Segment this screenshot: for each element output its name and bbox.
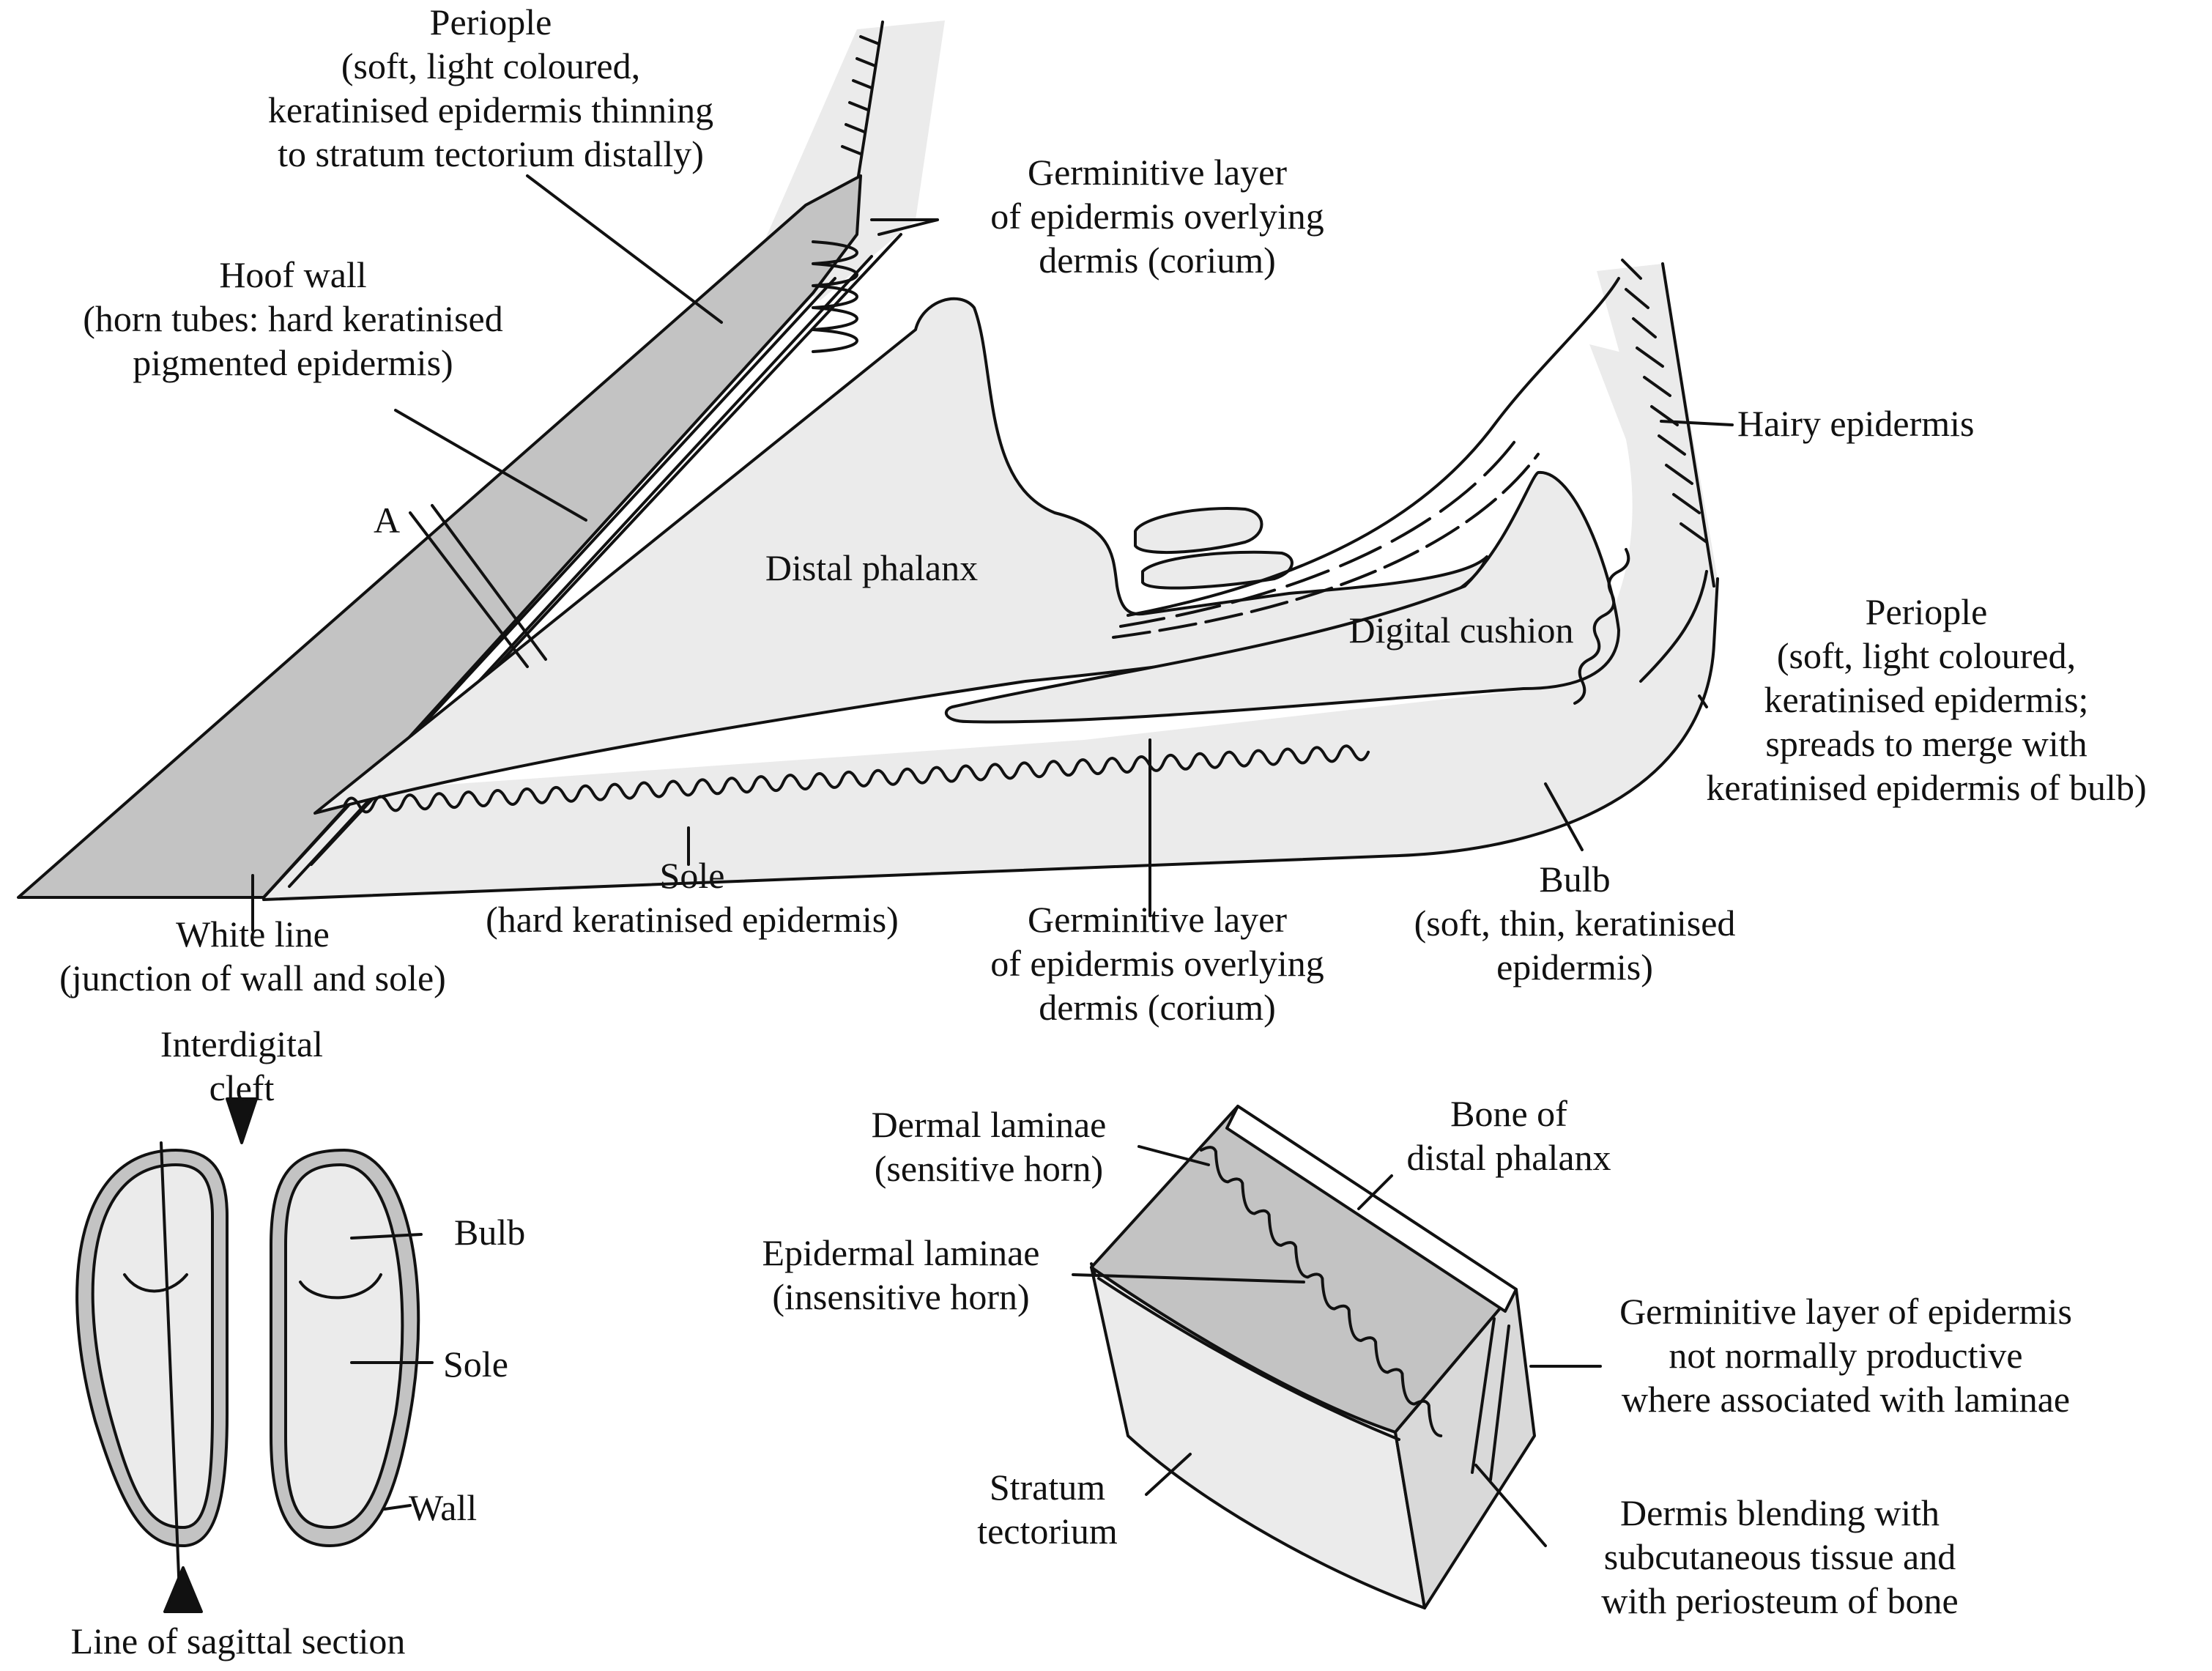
label-digital-cushion: Digital cushion (1348, 610, 1574, 651)
label-a: A (373, 500, 401, 541)
laminae-block-top (1090, 1105, 1518, 1434)
left-bulb-curve (123, 1273, 188, 1293)
label-periople-top: Periople(soft, light coloured,keratinise… (267, 1, 714, 174)
leader-dermal (1137, 1145, 1210, 1166)
bone-strip (1225, 1105, 1518, 1313)
leader-hairy (1660, 420, 1734, 426)
coronary-papillae (812, 240, 858, 353)
hair-strokes (1621, 259, 1715, 588)
bulb-outline (262, 577, 1719, 901)
navicular-bone-lower (1141, 550, 1294, 590)
right-claw-inner (284, 1163, 404, 1529)
stratum-line (1097, 1277, 1400, 1441)
sole-bulb-region (264, 344, 1718, 900)
germ-lines (1471, 1317, 1510, 1481)
label-white-line: White line(junction of wall and sole) (59, 914, 446, 998)
label-epidermal-laminae: Epidermal laminae(insensitive horn) (762, 1232, 1040, 1317)
tendon-line-c (1112, 453, 1540, 639)
leader-periople-top (526, 174, 723, 324)
leader-claw-bulb (350, 1233, 423, 1240)
leader-hoof-wall (394, 409, 587, 522)
leader-stratum (1145, 1453, 1192, 1496)
label-line-of-sagittal-section: Line of sagittal section (70, 1620, 406, 1661)
tendon-line-b (1119, 438, 1518, 628)
leader-claw-wall (383, 1504, 412, 1511)
sagittal-line (160, 1141, 181, 1595)
right-bulb-curve (299, 1273, 382, 1300)
leader-epidermal (1072, 1262, 1305, 1283)
leader-periople-right (1698, 694, 1708, 708)
navicular-bone (1134, 507, 1263, 555)
distal-phalanx-shape (313, 297, 1488, 815)
label-distal-phalanx: Distal phalanx (765, 547, 979, 588)
label-sole-main: Sole(hard keratinised epidermis) (486, 855, 899, 940)
sole-germinative-wiggle (343, 744, 1370, 814)
section-a-line-1 (409, 511, 529, 668)
laminae-wiggle (1200, 1146, 1443, 1438)
label-claw-sole: Sole (443, 1344, 508, 1385)
leader-bulb (1544, 782, 1584, 851)
label-dermal-laminae: Dermal laminae(sensitive horn) (871, 1104, 1107, 1189)
bulb-inner-line (1639, 570, 1708, 683)
label-hairy-epidermis: Hairy epidermis (1737, 403, 1975, 444)
periople-hairs (841, 21, 884, 177)
sagittal-arrow (163, 1566, 203, 1613)
leader-dermis (1474, 1464, 1547, 1547)
bulb-germinative-wiggle (1573, 548, 1630, 705)
label-periople-right: Periople(soft, light coloured,keratinise… (1706, 591, 2147, 808)
section-a-line-2 (431, 504, 547, 661)
label-claw-wall: Wall (409, 1487, 478, 1528)
left-claw-inner (91, 1163, 214, 1529)
tendon-line-a (1127, 277, 1620, 617)
leader-germ-top (870, 218, 939, 236)
interdigital-arrow (226, 1097, 258, 1144)
leader-bone (1357, 1174, 1393, 1210)
label-claw-bulb: Bulb (454, 1212, 526, 1253)
laminae-block-side (1394, 1288, 1536, 1609)
